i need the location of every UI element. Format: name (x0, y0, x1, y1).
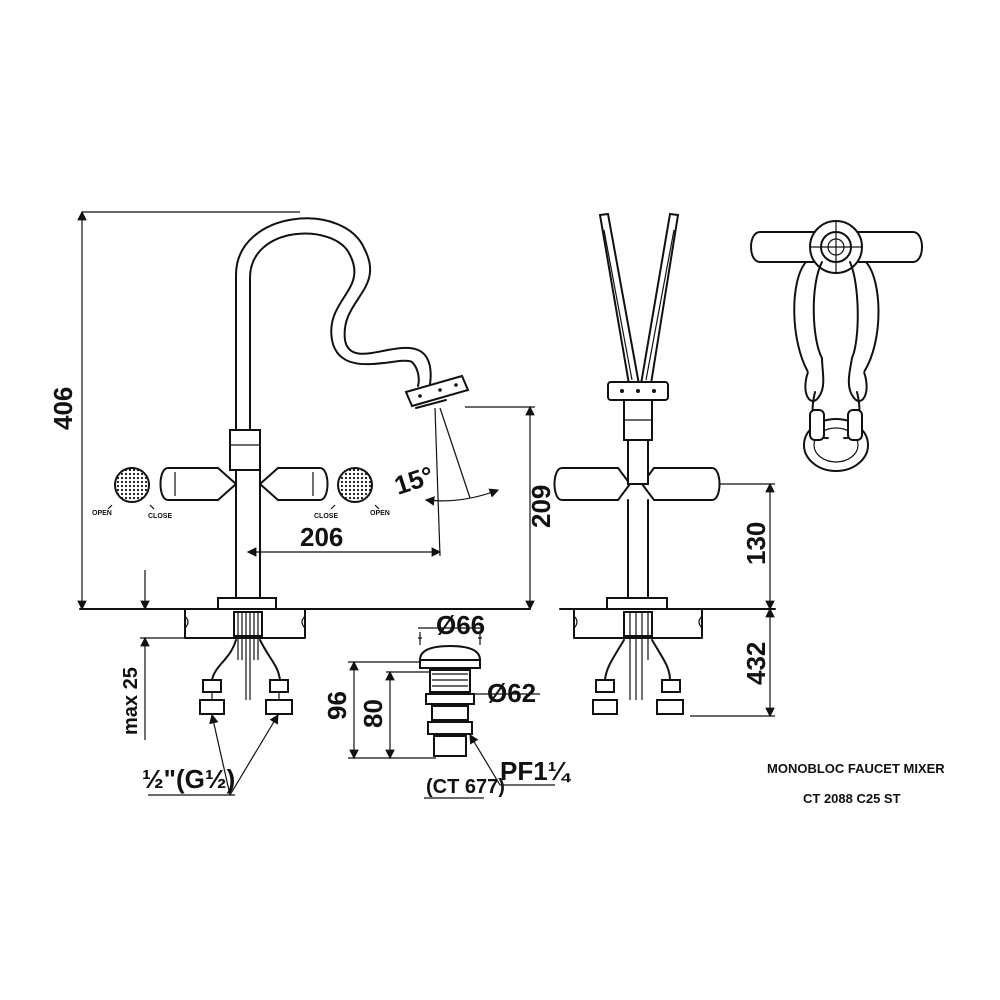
side-view: 130 432 (553, 212, 776, 718)
dim-total-height: 406 (48, 387, 78, 430)
title-line-1: MONOBLOC FAUCET MIXER (767, 761, 945, 776)
dim-waste-height-body: 80 (358, 699, 388, 728)
dim-spout-reach: 206 (300, 522, 343, 552)
body-column (235, 469, 261, 601)
top-handle-left (750, 231, 816, 263)
top-view (750, 220, 923, 472)
dim-spout-height: 209 (526, 485, 556, 528)
pop-up-waste: Ø66 Ø62 96 80 PF1¼ (CT 677) (322, 610, 572, 799)
dim-below-deck: 432 (741, 642, 771, 685)
base-flange (217, 597, 277, 610)
dim-waste-top-dia: Ø66 (436, 610, 485, 640)
left-indicator-icon (114, 467, 150, 503)
body-top (229, 429, 261, 471)
right-open-label: OPEN (370, 510, 390, 517)
supply-hoses (199, 611, 293, 715)
right-indicator-icon (337, 467, 373, 503)
dim-inlet-thread: ½"(G½) (142, 764, 235, 794)
dim-waste-height-total: 96 (322, 691, 352, 720)
top-hose-right (849, 261, 880, 373)
dim-waste-thread: PF1¼ (500, 756, 572, 786)
left-open-label: OPEN (92, 510, 112, 517)
waste-code: (CT 677) (426, 776, 505, 798)
right-handle (258, 467, 329, 501)
side-handle-left (553, 467, 632, 501)
dim-angle: 15° (391, 460, 438, 501)
top-handle-right (857, 231, 923, 263)
dim-waste-body-dia: Ø62 (487, 678, 536, 708)
gooseneck-spout (235, 217, 432, 433)
right-close-label: CLOSE (314, 513, 338, 520)
left-close-label: CLOSE (148, 513, 172, 520)
top-hose-left (793, 261, 823, 373)
title-line-2: CT 2088 C25 ST (803, 791, 901, 806)
left-handle (159, 467, 238, 501)
dim-handle-height: 130 (741, 522, 771, 565)
dim-max-deck: max 25 (120, 667, 142, 735)
spray-head (404, 374, 470, 409)
waste-body (429, 669, 471, 693)
side-handle-right (640, 467, 721, 501)
counter-slab (184, 608, 306, 639)
waste-cap (418, 644, 482, 661)
front-view: OPEN CLOSE CLOSE OPEN 406 206 15° (48, 210, 556, 796)
